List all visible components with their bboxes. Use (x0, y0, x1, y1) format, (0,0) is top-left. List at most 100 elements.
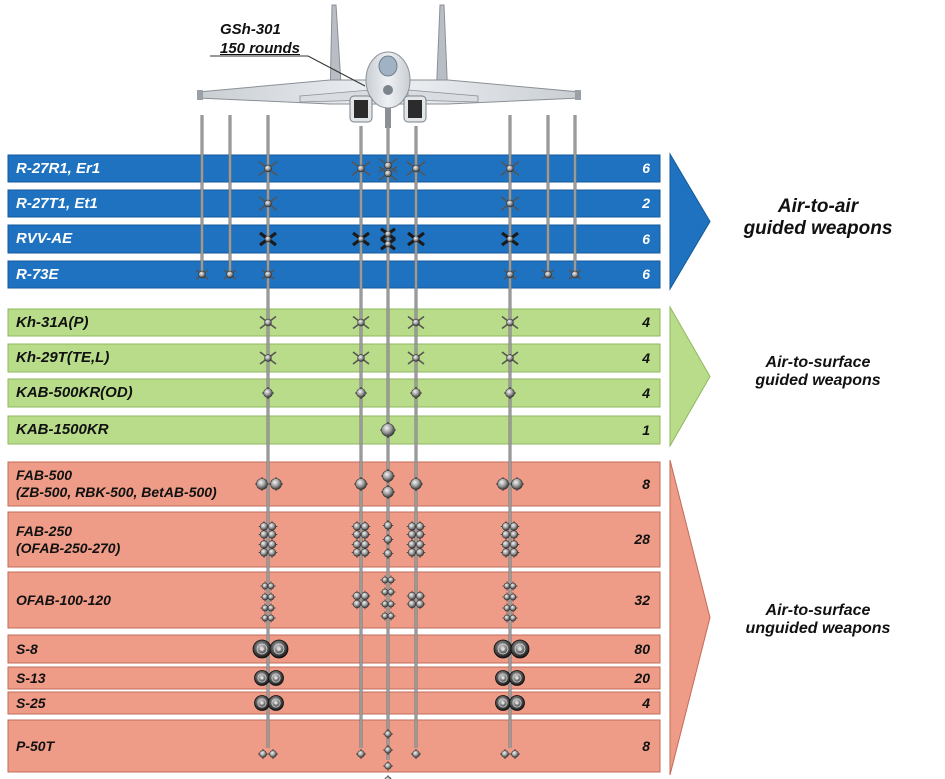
weapon-row-band (7, 343, 661, 373)
bomb-icon (266, 613, 276, 623)
aircraft-icon (197, 4, 581, 128)
weapon-count: 4 (642, 694, 650, 711)
rocket-pod-icon (495, 695, 511, 711)
bomb-icon (414, 529, 426, 540)
rocket-pod-icon (509, 670, 525, 686)
category-line: unguided weapons (745, 620, 891, 638)
rocket-pod-icon (254, 670, 270, 686)
bomb-icon (383, 745, 393, 755)
missile-icon (352, 315, 370, 330)
bomb-icon (266, 547, 278, 558)
weapon-name: S-8 (16, 640, 38, 657)
weapon-count: 6 (642, 266, 650, 282)
weapon-name-line: FAB-500 (16, 467, 73, 483)
missile-icon (259, 315, 277, 330)
bomb-icon (382, 548, 394, 559)
bomb-icon (380, 422, 396, 438)
weapon-name: Kh-29T(TE,L) (16, 349, 110, 366)
bomb-icon (508, 529, 520, 540)
weapon-count: 8 (642, 737, 650, 754)
missile-icon (500, 196, 520, 211)
bomb-icon (359, 529, 371, 540)
weapon-row-band (7, 691, 661, 715)
bomb-icon (258, 547, 270, 558)
weapon-row-band (7, 224, 661, 254)
bomb-icon (260, 592, 270, 602)
rocket-pod-icon (269, 639, 289, 659)
missile-icon (407, 351, 425, 365)
weapon-name: KAB-500KR(OD) (16, 384, 133, 401)
bomb-icon (262, 387, 274, 399)
category-line: Air-to-surface (765, 354, 871, 371)
rocket-pod-icon (268, 695, 284, 711)
weapon-name: OFAB-100-120 (16, 591, 111, 608)
weapon-row-band (7, 511, 661, 568)
rocket-pod-icon (509, 695, 525, 711)
bomb-icon (510, 749, 520, 759)
weapon-row-band (7, 634, 661, 664)
bomb-icon (359, 539, 371, 550)
bomb-icon (502, 613, 512, 623)
missile-icon (407, 231, 425, 247)
missile-icon (568, 269, 582, 280)
bomb-icon (409, 477, 423, 491)
category-arrow-air-to-surface-unguided (669, 459, 711, 776)
missile-icon (503, 269, 517, 280)
category-line: guided weapons (755, 372, 881, 390)
bomb-icon (510, 477, 524, 491)
weapon-count: 28 (634, 531, 650, 547)
weapon-row-band (7, 461, 661, 507)
bomb-icon (414, 598, 426, 610)
bomb-icon (386, 575, 396, 585)
missile-icon (351, 161, 371, 176)
bomb-icon (383, 761, 393, 771)
bomb-icon (266, 581, 276, 591)
bomb-icon (255, 477, 269, 491)
bomb-icon (496, 477, 510, 491)
bomb-icon (354, 477, 368, 491)
bomb-icon (260, 581, 270, 591)
missile-icon (407, 315, 425, 330)
bomb-icon (414, 547, 426, 558)
missile-icon (352, 351, 370, 365)
weapon-name: R-73E (16, 265, 59, 283)
category-arrow-air-to-air (669, 152, 711, 291)
category-line: guided weapons (743, 217, 893, 239)
category-air-to-surface-guided: Air-to-surface guided weapons (708, 354, 928, 391)
rocket-pod-icon (495, 670, 511, 686)
weapon-row-band (7, 666, 661, 690)
weapon-name: R-27T1, Et1 (16, 194, 98, 212)
missile-icon (380, 227, 396, 241)
bomb-icon (500, 529, 512, 540)
gun-name: GSh-301 (220, 21, 281, 38)
bomb-icon (508, 592, 518, 602)
bomb-icon (266, 603, 276, 613)
weapon-row-band (7, 571, 661, 629)
weapon-name: KAB-1500KR (16, 421, 109, 438)
bomb-icon (508, 581, 518, 591)
missile-icon (380, 237, 396, 251)
weapon-count: 6 (642, 230, 650, 247)
missile-icon (501, 315, 519, 330)
rocket-pod-icon (510, 639, 530, 659)
bomb-icon (382, 534, 394, 545)
weapon-count: 4 (642, 349, 650, 366)
bomb-icon (258, 539, 270, 550)
missile-icon (258, 196, 278, 211)
bomb-icon (384, 775, 392, 779)
bomb-icon (500, 749, 510, 759)
weapon-name: FAB-500(ZB-500, RBK-500, BetAB-500) (16, 467, 217, 501)
weapon-row-band (7, 719, 661, 773)
bomb-icon (381, 485, 395, 499)
bomb-icon (359, 547, 371, 558)
missile-icon (259, 231, 277, 247)
weapon-name: FAB-250(OFAB-250-270) (16, 523, 120, 557)
weapon-row-band (7, 154, 661, 183)
bomb-icon (359, 598, 371, 610)
bomb-icon (504, 387, 516, 399)
weapon-row-band (7, 189, 661, 218)
bomb-icon (508, 603, 518, 613)
weapon-count: 8 (642, 475, 650, 492)
bomb-icon (386, 611, 396, 621)
